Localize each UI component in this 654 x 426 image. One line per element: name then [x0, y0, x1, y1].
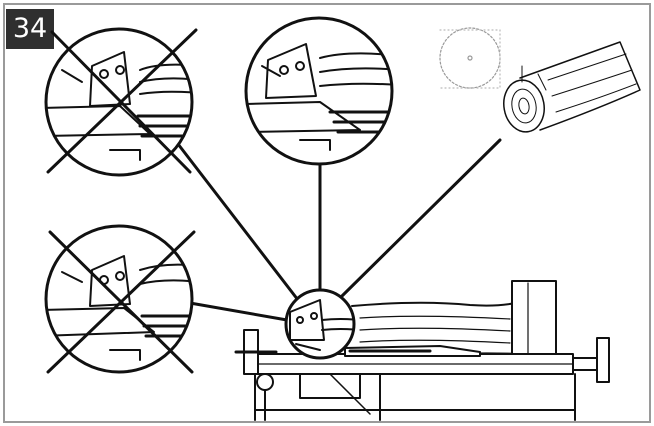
- callout-incorrect-top-left: [44, 27, 198, 177]
- saw-blade-icon: [439, 27, 501, 89]
- leader-lines: [176, 138, 502, 322]
- callout-correct-top-center: [244, 16, 394, 166]
- x-cross-mark: [46, 28, 198, 174]
- cut-log-icon: [503, 41, 641, 133]
- callout-incorrect-bottom-left: [44, 224, 196, 374]
- wedge-detail-callout: [284, 288, 356, 360]
- x-cross-mark: [46, 230, 196, 374]
- figure-number-badge: 34: [6, 9, 54, 49]
- log-splitter-machine-icon: [234, 280, 610, 421]
